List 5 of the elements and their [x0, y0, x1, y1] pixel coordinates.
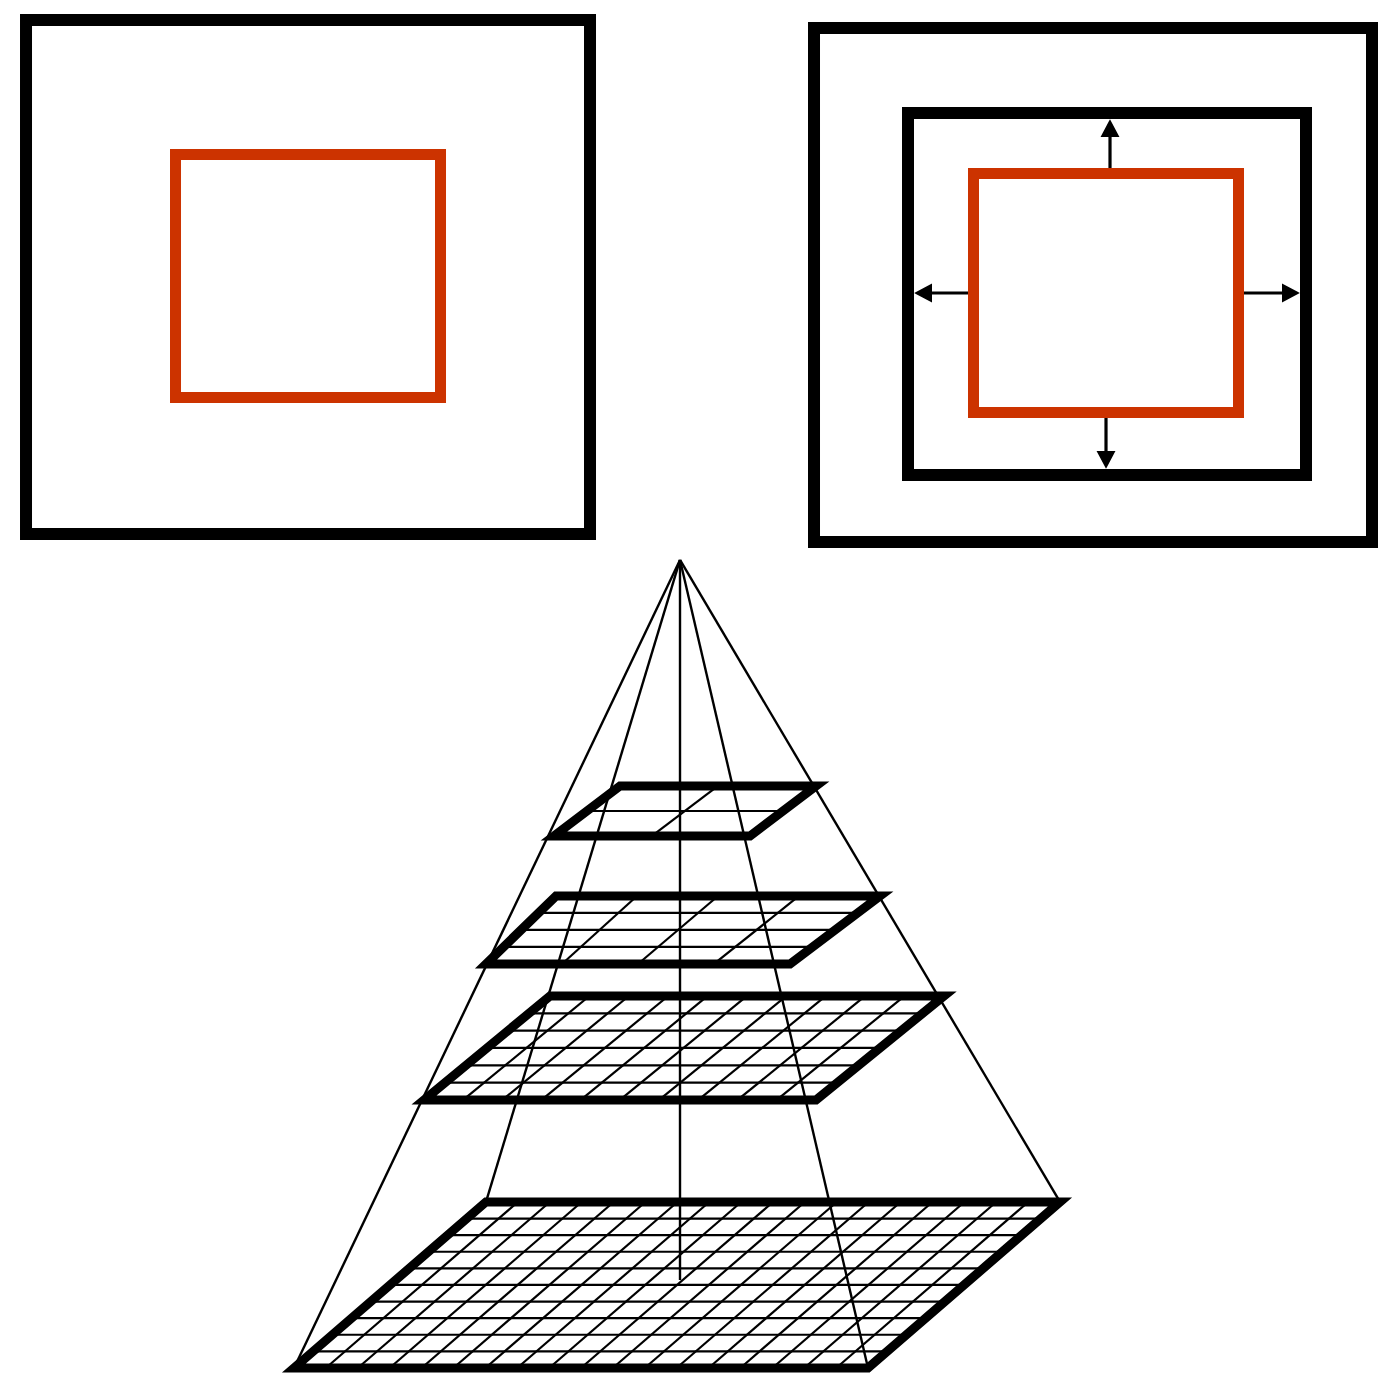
frame — [902, 106, 1312, 481]
inner-square — [170, 149, 446, 403]
frame — [808, 22, 1378, 548]
inner-square — [968, 167, 1244, 418]
frame — [20, 14, 596, 540]
